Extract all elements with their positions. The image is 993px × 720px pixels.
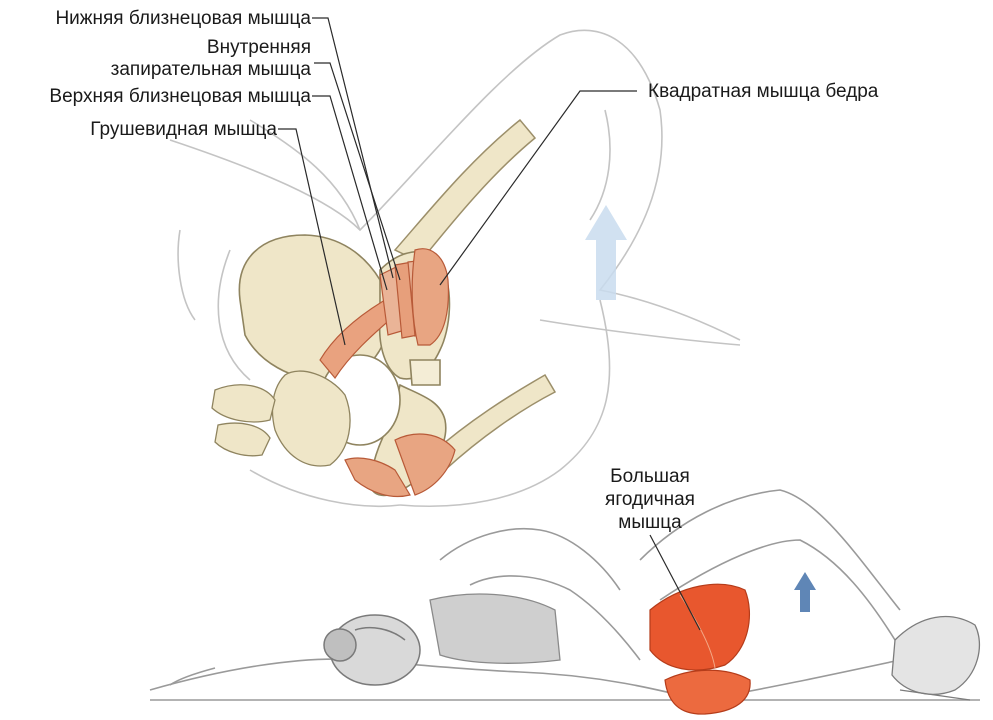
label-gluteus-maximus-line1: Большая <box>570 466 730 488</box>
label-inferior-gemellus: Нижняя близнецовая мышца <box>55 8 311 30</box>
label-piriformis: Грушевидная мышца <box>90 119 277 141</box>
label-gluteus-maximus-line2: ягодичная <box>570 489 730 511</box>
label-obturator-internus-line1: Внутренняя <box>207 37 311 59</box>
label-superior-gemellus: Верхняя близнецовая мышца <box>49 86 311 108</box>
label-quadratus-femoris: Квадратная мышца бедра <box>648 81 878 103</box>
sports-top <box>430 594 560 663</box>
head-sketch <box>324 615 420 685</box>
figure-sketch <box>150 490 980 700</box>
gluteus-maximus-muscle <box>650 584 750 714</box>
sacrum <box>212 371 350 466</box>
label-gluteus-maximus-line3: мышца <box>570 512 730 534</box>
label-obturator-internus-line2: запирательная мышца <box>111 59 311 81</box>
up-arrow-icon <box>794 572 816 612</box>
sneaker <box>892 617 979 700</box>
